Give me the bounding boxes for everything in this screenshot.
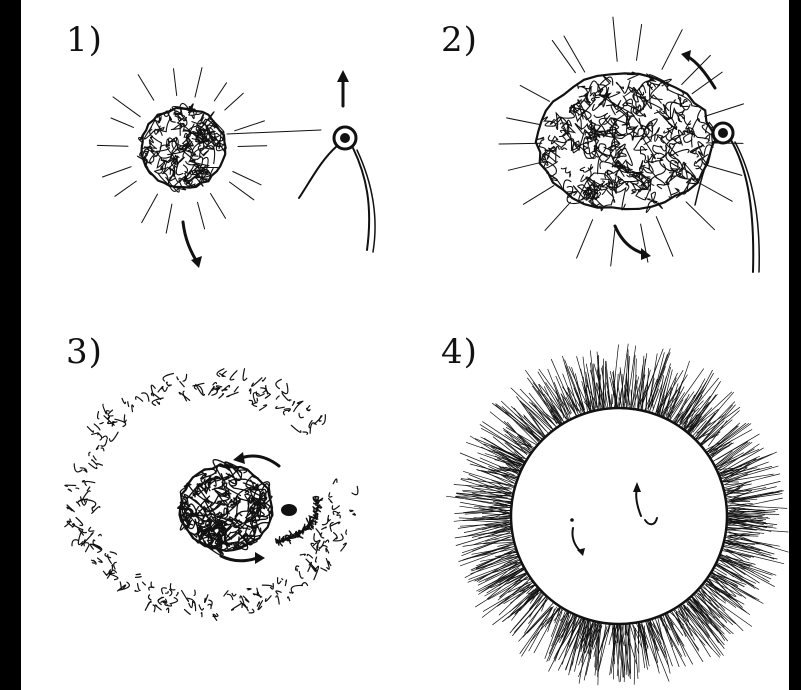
arrow-icon <box>183 222 202 268</box>
small-companion-body <box>281 504 297 516</box>
arrow-icon <box>233 452 279 466</box>
ray-lines <box>97 68 321 234</box>
scribble-cloud-core <box>178 460 273 556</box>
panel-1-drawing <box>21 0 405 300</box>
arrow-icon <box>337 70 349 106</box>
panel-2-drawing <box>405 0 789 300</box>
panel-3: 3) <box>21 320 405 690</box>
small-companion-body <box>695 123 759 272</box>
panel-3-drawing <box>21 320 405 690</box>
figure-sheet: 1) 2) <box>21 0 789 690</box>
panel-4-drawing <box>405 320 789 690</box>
panel-4: 4) <box>405 320 789 690</box>
scribble-cloud-small <box>137 103 225 192</box>
arrow-icon <box>221 552 265 564</box>
debris-ring <box>65 369 358 621</box>
panel-1: 1) <box>21 0 405 300</box>
scribble-cloud-large <box>536 72 716 212</box>
arrow-icon <box>615 226 651 260</box>
panel-2: 2) <box>405 0 789 300</box>
disk-body <box>511 408 727 624</box>
small-companion-body <box>299 127 375 252</box>
